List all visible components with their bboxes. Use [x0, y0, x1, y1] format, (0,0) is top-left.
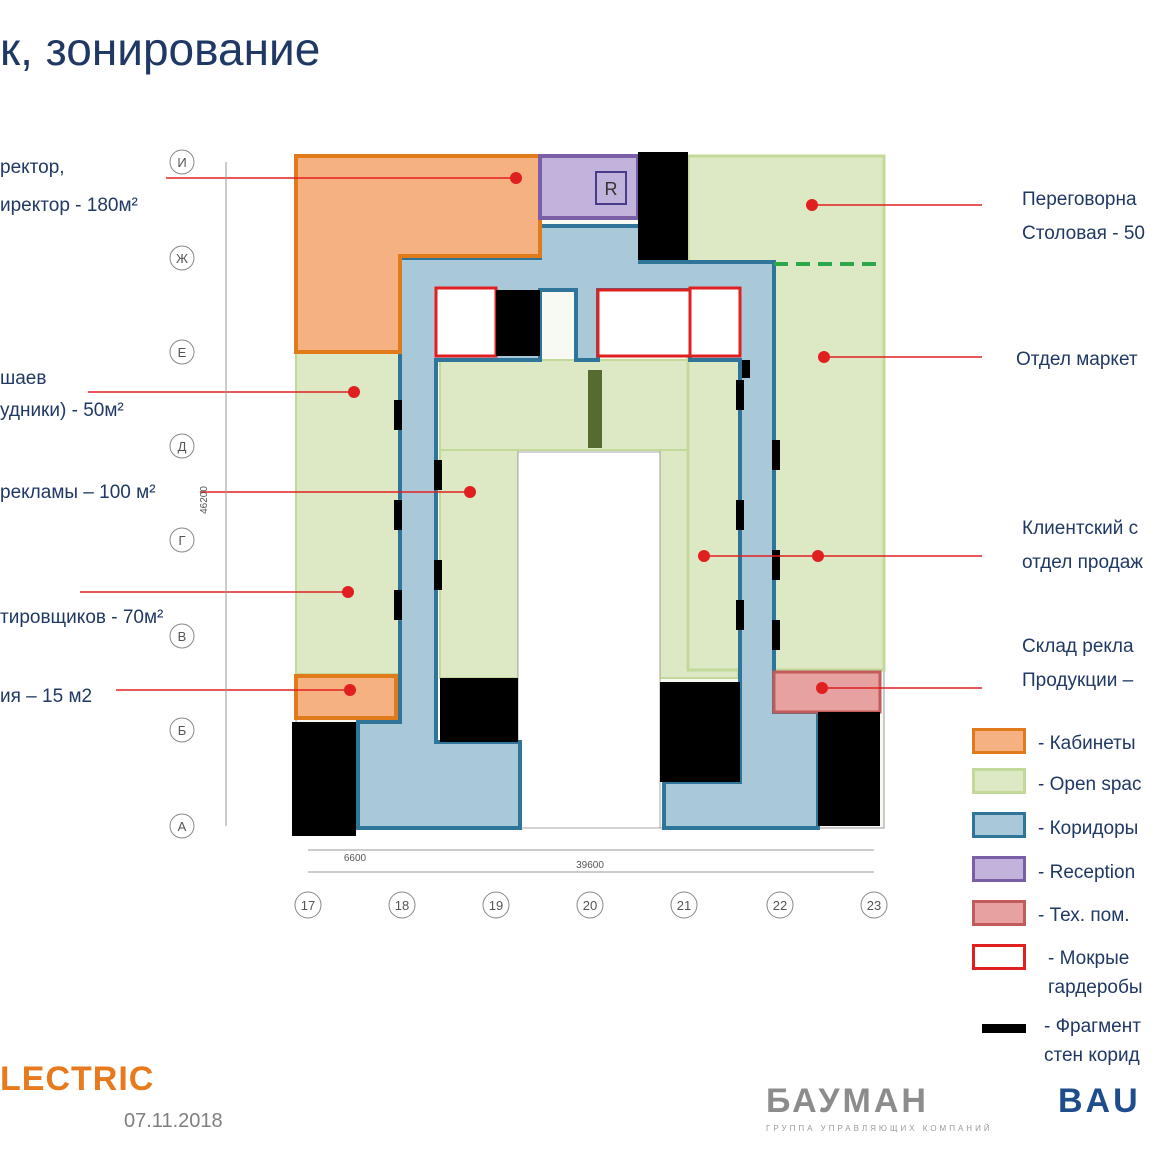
- row-label: А: [178, 819, 187, 834]
- corridor-wall-fragments: [394, 360, 780, 650]
- col-label: 21: [677, 898, 691, 913]
- zone-tech-room: [772, 670, 882, 714]
- dimension-total-height: 46200: [199, 486, 210, 514]
- callout-client-sales-line2: отдел продаж: [1022, 552, 1143, 573]
- callout-director: ректор, иректор - 180м²: [0, 155, 138, 219]
- column-axis: 17 18 19 20 21 22 23: [294, 891, 888, 919]
- legend-label-wet-line1: - Мокрые: [1048, 948, 1130, 969]
- callout-meeting-room-line2: Столовая - 50: [1022, 223, 1145, 244]
- callout-warehouse-line1: Склад рекла: [1022, 636, 1134, 657]
- wet-room-3: [688, 286, 742, 358]
- callout-warehouse: Склад рекла Продукции –: [1022, 634, 1134, 694]
- core-block: [496, 290, 540, 356]
- col-label: 19: [489, 898, 503, 913]
- legend-label-wall: - Фрагмент стен корид: [1044, 1010, 1141, 1072]
- core-block: [818, 712, 880, 826]
- legend-label-tech: - Тех. пом.: [1038, 905, 1130, 926]
- col-label: 18: [395, 898, 409, 913]
- row-label: И: [177, 155, 186, 170]
- brand-logo-bauman: БАУМАН: [766, 1082, 929, 1120]
- callout-client-sales: Клиентский с отдел продаж: [1022, 516, 1143, 576]
- reception-r-box: [595, 171, 627, 205]
- legend-swatch-wet: [972, 944, 1026, 970]
- legend-label-reception: - Reception: [1038, 862, 1136, 883]
- callout-marketing-line1: Отдел маркет: [1016, 349, 1138, 370]
- reception-r-label: R: [605, 179, 618, 199]
- legend-swatch-cabinets: [972, 728, 1026, 754]
- brand-logo-electric: LECTRIC: [0, 1060, 155, 1098]
- callout-advertising: рекламы – 100 м²: [0, 480, 156, 506]
- col-label: 22: [773, 898, 787, 913]
- wet-room-2: [596, 288, 692, 358]
- callout-warehouse-line2: Продукции –: [1022, 670, 1134, 691]
- callout-advertising-line1: рекламы – 100 м²: [0, 482, 156, 503]
- callout-small-room: ия – 15 м2: [0, 684, 92, 710]
- row-label: Е: [178, 345, 187, 360]
- callout-shaev-line2: удники) - 50м²: [0, 400, 124, 421]
- zone-open-space-right: [686, 154, 886, 672]
- core-block: [292, 722, 356, 836]
- row-label: В: [178, 629, 187, 644]
- callout-lines-right: [704, 204, 982, 689]
- row-label: Д: [178, 439, 187, 454]
- callout-dots-left: [342, 172, 522, 696]
- legend-swatch-corridors: [972, 812, 1026, 838]
- core-block: [638, 152, 688, 260]
- courtyard: [517, 451, 661, 829]
- row-label: Б: [178, 723, 187, 738]
- legend-label-cabinets: - Кабинеты: [1038, 733, 1136, 754]
- legend-swatch-open-space: [972, 768, 1026, 794]
- footer-date: 07.11.2018: [124, 1110, 223, 1132]
- legend-label-open-space: - Open spac: [1038, 774, 1142, 795]
- callout-director-line1: ректор,: [0, 157, 65, 178]
- callout-fitters: тировщиков - 70м²: [0, 605, 163, 631]
- col-label: 17: [301, 898, 315, 913]
- zone-open-space-inner-left: [439, 449, 519, 679]
- row-label: Ж: [176, 251, 188, 266]
- brand-logo-bau: BAU: [1058, 1082, 1141, 1120]
- legend-label-wet-line2: гардеробы: [1048, 977, 1143, 998]
- legend-label-wall-line1: - Фрагмент: [1044, 1016, 1141, 1037]
- dimension-total-width: 39600: [576, 860, 604, 871]
- callout-marketing: Отдел маркет: [1016, 347, 1138, 373]
- callout-lines-left: [80, 177, 516, 691]
- callout-dots-right: [698, 199, 830, 694]
- col-label: 23: [867, 898, 881, 913]
- core-column: [588, 370, 602, 448]
- row-label: Г: [178, 533, 185, 548]
- callout-director-line2: иректор - 180м²: [0, 195, 138, 216]
- page-title: к, зонирование: [0, 23, 321, 75]
- callout-small-room-line1: ия – 15 м2: [0, 686, 93, 707]
- zone-reception: [538, 154, 640, 220]
- legend-swatch-reception: [972, 856, 1026, 882]
- row-axis: И Ж Е Д Г В Б А: [169, 149, 195, 839]
- wet-room-1: [434, 286, 498, 358]
- callout-shaev: шаев удники) - 50м²: [0, 366, 124, 424]
- core-block: [660, 682, 740, 782]
- dimension-span: 6600: [344, 853, 367, 864]
- col-label: 20: [583, 898, 597, 913]
- callout-client-sales-line1: Клиентский с: [1022, 518, 1139, 539]
- zone-cabinet-bottom: [294, 674, 398, 720]
- callout-fitters-line1: тировщиков - 70м²: [0, 607, 164, 628]
- legend-swatch-wall: [982, 1024, 1026, 1033]
- zone-open-space-left: [295, 351, 401, 675]
- legend-swatch-tech: [972, 900, 1026, 926]
- legend-label-wall-line2: стен корид: [1044, 1045, 1140, 1066]
- core-block: [440, 678, 518, 742]
- callout-shaev-line1: шаев: [0, 368, 47, 389]
- callout-meeting-room-line1: Переговорна: [1022, 189, 1137, 210]
- legend-label-corridors: - Коридоры: [1038, 818, 1139, 839]
- callout-meeting-room: Переговорна Столовая - 50: [1022, 187, 1145, 247]
- legend-label-wet: - Мокрые гардеробы: [1048, 942, 1143, 1004]
- dimension-lines: [225, 162, 874, 873]
- brand-logo-bauman-subtitle: ГРУППА УПРАВЛЯЮЩИХ КОМПАНИЙ: [766, 1124, 993, 1133]
